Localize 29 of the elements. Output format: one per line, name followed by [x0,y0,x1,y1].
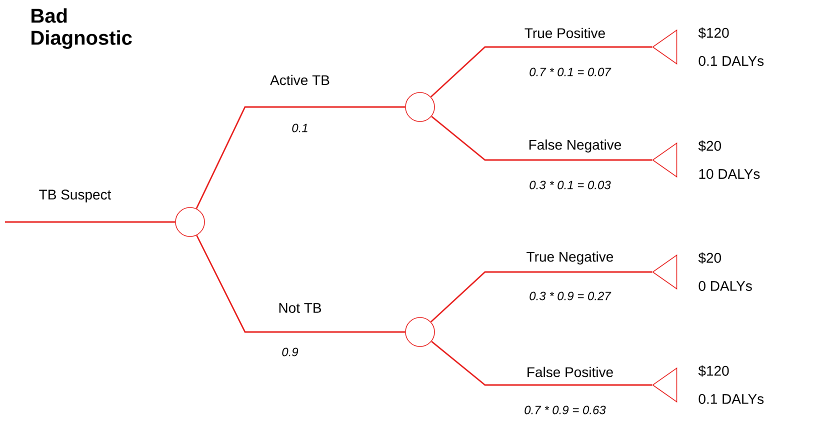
outcome-text: 0.1 DALYs [698,56,764,66]
branch-line [5,221,176,223]
branch-label: False Positive [525,366,615,378]
outcome-text: 0 DALYs [698,281,752,291]
branch-line [430,271,652,322]
chance-node [405,92,435,122]
outcome-text: $120 [698,27,729,39]
probability-label: 0.9 [282,348,298,356]
probability-label: 0.3 * 0.1 = 0.03 [530,180,611,190]
branch-label: Active TB [269,74,331,86]
chance-node [175,207,205,237]
branch-label: True Negative [525,250,615,266]
branch-label: Not TB [277,302,323,314]
title: Bad Diagnostic [32,8,132,49]
branch-line [196,106,406,209]
outcome-text: 10 DALYs [699,169,760,179]
outcome-text: $20 [698,140,722,152]
branch-label: TB Suspect [38,188,112,204]
branch-line [430,46,652,98]
branch-line [431,340,652,386]
branch-label: False Negative [527,138,623,154]
outcome-text: $120 [698,365,729,377]
outcome-text: $20 [698,252,722,264]
outcome-text: 0.1 DALYs [698,394,764,404]
branch-line [196,235,406,333]
probability-label: 0.1 [292,124,308,132]
branch-label: True Positive [523,26,607,40]
chance-node [405,317,435,347]
branch-line [431,116,652,161]
